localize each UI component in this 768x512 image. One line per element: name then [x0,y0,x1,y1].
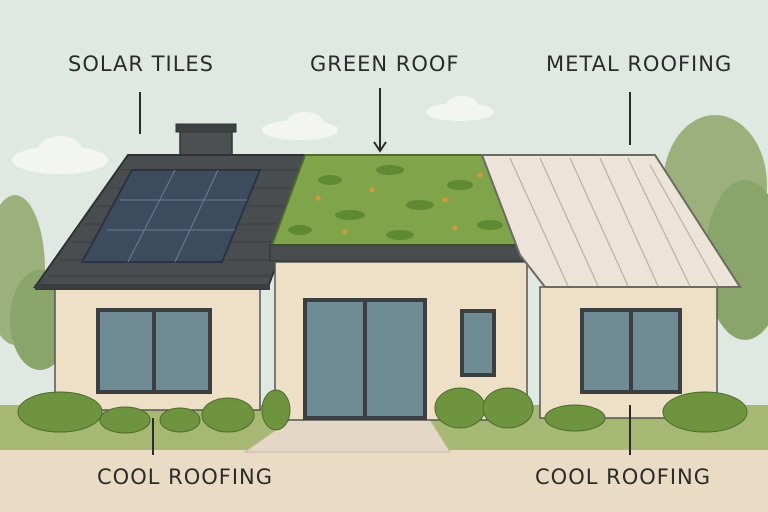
small-window [460,309,496,377]
solar-panels [80,169,262,263]
label-cool-roofing-left: COOL ROOFING [97,465,274,489]
metal-roof [480,154,742,288]
label-green-roof: GREEN ROOF [310,52,460,76]
label-solar-tiles: SOLAR TILES [68,52,214,76]
label-cool-roofing-right: COOL ROOFING [535,465,712,489]
ground [0,450,768,512]
clouds [12,96,494,174]
bushes [17,387,748,434]
label-metal-roofing: METAL ROOFING [546,52,733,76]
roof-gutter [269,244,533,262]
